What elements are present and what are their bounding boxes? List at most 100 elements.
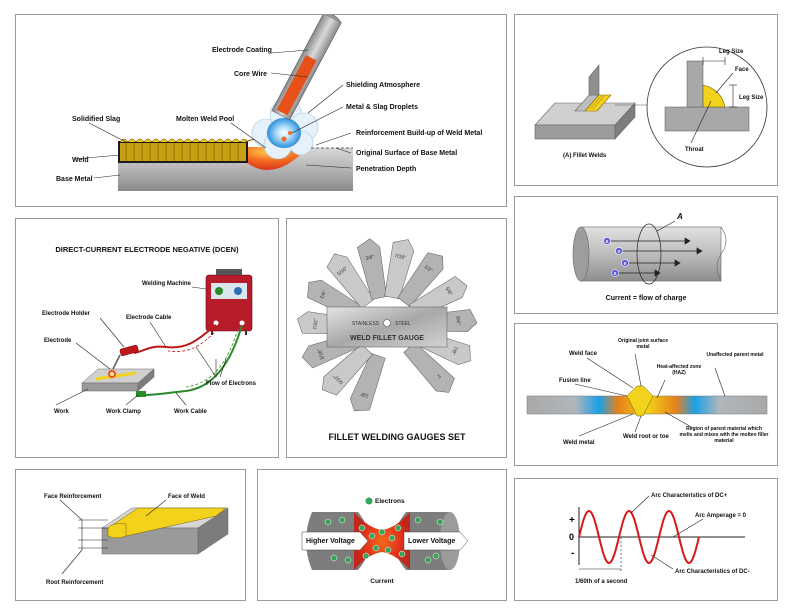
- welding-machine-label: Welding Machine: [142, 281, 192, 287]
- gauge-tooth: 1/2": [397, 252, 444, 307]
- work-cable-label: Work Cable: [174, 409, 208, 415]
- electrode-coating-label: Electrode Coating: [212, 47, 272, 54]
- metal-slag-droplets-label: Metal & Slag Droplets: [346, 104, 418, 111]
- electron-flow-red: [167, 328, 219, 352]
- weld-metal-shape: [626, 385, 654, 417]
- shielding-atmosphere-label: Shielding Atmosphere: [346, 82, 420, 89]
- work-label: Work: [54, 409, 70, 415]
- haz-fo: Heat-affected zone (HAZ): [656, 364, 702, 376]
- reinforcement-diagram: Face Reinforcement Face of Weld Root Rei…: [44, 494, 229, 586]
- current-label: Current: [370, 578, 394, 585]
- leg-size-top-label: Leg Size: [719, 49, 744, 55]
- face-reinforcement-label: Face Reinforcement: [44, 494, 101, 500]
- electron-symbol: e: [606, 239, 609, 245]
- voltage-diagram: Electrons Higher Voltage Lower Voltage C…: [301, 497, 469, 585]
- haz-diagram: Weld face Original joint surface metal U…: [526, 338, 768, 446]
- gauge-tooth: 1": [403, 341, 455, 393]
- plus-sign: +: [569, 515, 575, 526]
- solidified-slag-label: Solidified Slag: [72, 116, 120, 123]
- current-flow-diagram: e e e e A Current = flow of charge: [572, 212, 727, 302]
- gauge-tooth-label: 7/8": [450, 345, 459, 355]
- electron-dot: [344, 556, 352, 564]
- electron-dot: [324, 518, 332, 526]
- butt-joint-block: [101, 507, 229, 555]
- electrode-holder-label: Electrode Holder: [42, 311, 91, 317]
- electron-dot: [424, 556, 432, 564]
- arc-glow: [267, 118, 301, 148]
- weld-face-label: Weld face: [569, 351, 598, 357]
- dcen-leaders: [55, 286, 227, 406]
- gauge-tooth-label: 5/8": [444, 286, 454, 297]
- base-metal-label: Base Metal: [56, 176, 93, 183]
- work-plate: [81, 368, 155, 392]
- electrons-label: Electrons: [375, 498, 405, 505]
- electron-dot: [358, 524, 366, 532]
- gauge-plate: [326, 306, 448, 348]
- dcen-diagram: DIRECT-CURRENT ELECTRODE NEGATIVE (DCEN): [42, 245, 257, 415]
- green-knob-icon: [215, 287, 223, 295]
- electron-dot: [432, 552, 440, 560]
- electron-dot: [384, 546, 392, 554]
- work-clamp: [136, 391, 146, 397]
- electron-dot: [378, 528, 386, 536]
- current-panel: e e e e A Current = flow of charge: [514, 196, 778, 314]
- voltage-panel: Electrons Higher Voltage Lower Voltage C…: [257, 469, 507, 601]
- dc-minus-label: Arc Characteristics of DC-: [675, 569, 750, 575]
- gauge-tooth-label: 7/32": [313, 318, 320, 330]
- electrode-cable: [133, 324, 217, 354]
- weld-label: Weld: [72, 157, 89, 164]
- blue-knob-icon: [234, 287, 242, 295]
- electron-dot: [368, 532, 376, 540]
- electron-symbol: e: [624, 261, 627, 267]
- fillet-welds-panel: Leg Size Face Leg Size Throat (A) Fillet…: [514, 14, 778, 186]
- area-label: A: [676, 212, 683, 221]
- gauge-tooth-label: 3/8": [365, 254, 375, 262]
- tube-right-end: [716, 226, 727, 282]
- minus-sign: -: [571, 548, 574, 559]
- electrode-label: Electrode: [44, 338, 72, 344]
- throat-label: Throat: [685, 147, 704, 153]
- root-reinforcement-label: Root Reinforcement: [46, 580, 103, 586]
- lower-voltage-label: Lower Voltage: [408, 538, 455, 545]
- reinforcement-panel: Face Reinforcement Face of Weld Root Rei…: [15, 469, 246, 601]
- leg-size-right-label: Leg Size: [739, 95, 764, 101]
- welding-machine: [205, 269, 253, 335]
- amperage-zero-label: Arc Amperage = 0: [695, 513, 747, 519]
- molten-weld-pool-label: Molten Weld Pool: [176, 116, 234, 123]
- weld-metal-label: Weld metal: [563, 440, 595, 446]
- cross-section-ring: [636, 223, 662, 285]
- electrode-rod: [271, 15, 342, 121]
- solidified-slag-ripples: [119, 138, 249, 161]
- dimension-lines: [690, 57, 737, 144]
- haz-label: Heat-affected zone (HAZ): [656, 364, 702, 376]
- electrode-cable-label: Electrode Cable: [126, 315, 172, 321]
- current-caption: Current = flow of charge: [606, 295, 687, 302]
- gauge-tooth-label: 5/16": [336, 265, 349, 277]
- electron-dot: [436, 518, 444, 526]
- gauge-brand-left: STAINLESS: [352, 321, 380, 327]
- gauge-plate-title: WELD FILLET GAUGE: [350, 335, 424, 342]
- original-surface-label: Original Surface of Base Metal: [356, 150, 457, 157]
- reinforcement-label: Reinforcement Build-up of Weld Metal: [356, 130, 482, 137]
- lower-voltage-tag: Lower Voltage: [403, 531, 469, 551]
- dcen-title: DIRECT-CURRENT ELECTRODE NEGATIVE (DCEN): [55, 245, 239, 254]
- period-label: 1/60th of a second: [575, 579, 628, 585]
- higher-voltage-tag: Higher Voltage: [301, 531, 369, 551]
- electron-dot: [372, 544, 380, 552]
- gauge-tooth-label: 1/2": [423, 264, 434, 274]
- work-clamp-label: Work Clamp: [106, 409, 141, 415]
- area-leader: [656, 220, 676, 232]
- unaffected-label: Unaffected parent metal: [706, 352, 764, 358]
- face-of-weld-label: Face of Weld: [168, 494, 205, 500]
- gauge-diagram: 1/8"5/32"3/16"7/32"1/4"5/16"3/8"7/16"1/2…: [297, 238, 478, 442]
- weld-process-panel: Electrode Coating Core Wire Shielding At…: [15, 14, 507, 207]
- original-joint-fo: Original joint surface metal: [618, 338, 668, 350]
- fillet-joint-3d: [534, 64, 636, 140]
- electron-dot: [338, 516, 346, 524]
- charge-arrows: [607, 237, 703, 277]
- work-cable: [143, 324, 243, 396]
- electron-dot: [388, 534, 396, 542]
- flow-of-electrons-label: Flow of Electrons: [206, 381, 257, 387]
- gauge-brand-right: STEEL: [395, 321, 411, 327]
- ac-sine-wave: [578, 509, 700, 565]
